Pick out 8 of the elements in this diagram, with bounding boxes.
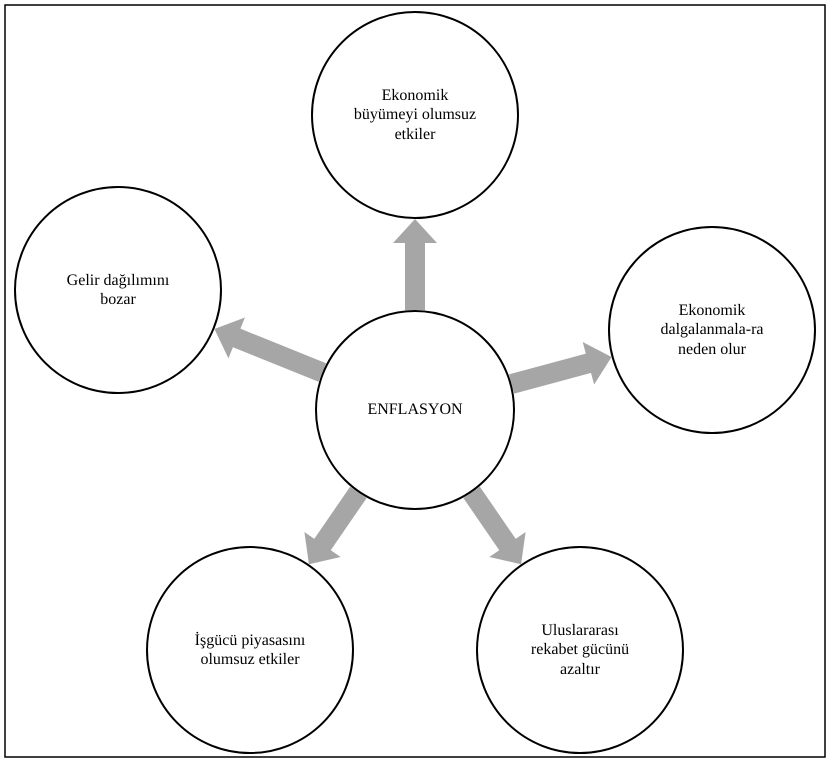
block-arrow [508,342,614,394]
node-label: Ekonomik dalgalanmala-ra neden olur [659,301,765,359]
node-label: Ekonomik büyümeyi olumsuz etkiler [352,86,478,144]
node-label: Uluslararası rekabet gücünü azaltır [530,621,630,679]
block-arrow [393,219,437,310]
node-label: Gelir dağılımını bozar [66,270,170,310]
node-label: ENFLASYON [367,400,463,420]
node-label: İşgücü piyasasını olumsuz etkiler [194,630,306,670]
